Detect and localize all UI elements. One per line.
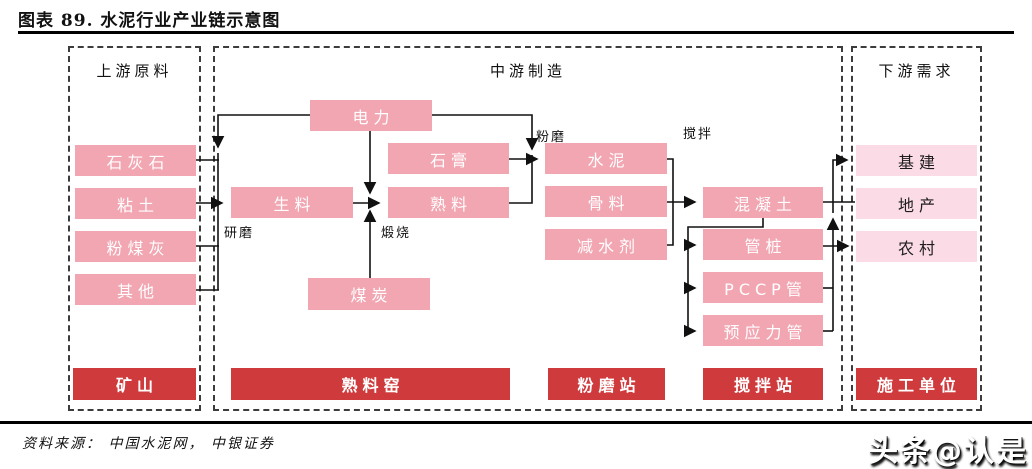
node-prestressed-pipe: 预应力管 [703, 315, 823, 346]
node-clinker: 熟料 [388, 187, 509, 218]
upstream-header: 上游原料 [96, 62, 173, 80]
node-raw-meal: 生料 [231, 187, 353, 218]
node-pipe-pile: 管桩 [703, 229, 823, 260]
figure-title: 图表 89. 水泥行业产业链示意图 [18, 11, 281, 31]
node-coal: 煤炭 [308, 278, 430, 310]
source-note: 资料来源： 中国水泥网， 中银证券 [22, 436, 275, 452]
node-gypsum: 石膏 [388, 143, 509, 174]
midstream-header: 中游制造 [489, 62, 566, 80]
node-infrastructure: 基建 [856, 145, 977, 176]
node-fly-ash: 粉煤灰 [75, 231, 196, 262]
watermark: 头条@认是 [868, 434, 1028, 469]
label-milling: 粉磨 [536, 130, 567, 145]
node-clay: 粘土 [75, 188, 196, 219]
node-pccp-pipe: PCCP管 [703, 272, 823, 303]
node-aggregate: 骨料 [545, 186, 667, 217]
node-water-reducer: 减水剂 [545, 229, 667, 260]
top-rule [18, 31, 1014, 34]
label-mixing: 搅拌 [683, 127, 714, 142]
node-power: 电力 [310, 100, 432, 131]
node-clinker-kiln: 熟料窑 [231, 368, 510, 400]
node-construction-unit: 施工单位 [856, 368, 977, 400]
node-cement: 水泥 [545, 143, 667, 174]
node-mixing-station: 搅拌站 [703, 368, 823, 400]
node-rural: 农村 [856, 231, 977, 262]
label-grinding: 研磨 [224, 226, 255, 241]
label-calcination: 煅烧 [381, 226, 412, 241]
node-mine: 矿山 [73, 368, 196, 400]
upstream-section: 上游原料 [68, 46, 201, 411]
downstream-header: 下游需求 [878, 62, 955, 80]
node-grinding-station: 粉磨站 [548, 368, 665, 400]
node-concrete: 混凝土 [703, 187, 823, 218]
node-real-estate: 地产 [856, 188, 977, 219]
bottom-rule [0, 421, 1032, 424]
midstream-section: 中游制造 [213, 46, 843, 411]
node-limestone: 石灰石 [75, 145, 196, 176]
node-other: 其他 [75, 274, 196, 305]
downstream-section: 下游需求 [851, 46, 982, 411]
